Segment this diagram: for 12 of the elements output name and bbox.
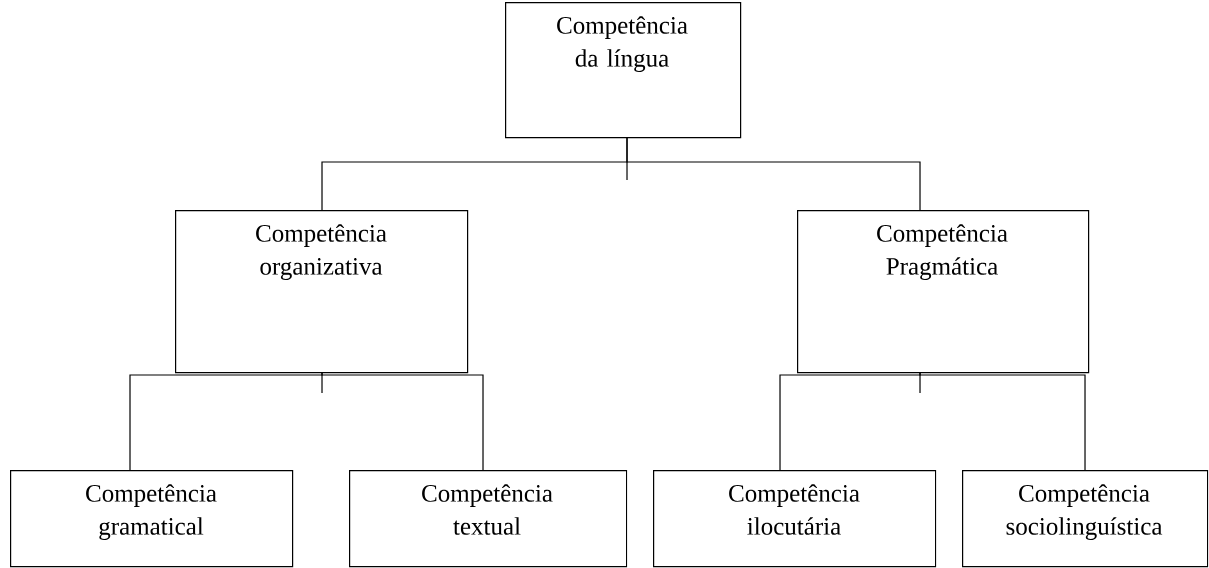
concept-box: Competência Pragmática bbox=[797, 210, 1090, 374]
concept-box: Competência gramatical bbox=[10, 470, 294, 568]
concept-box: Competência ilocutária bbox=[653, 470, 937, 568]
connector bbox=[919, 371, 1086, 471]
connector bbox=[321, 371, 484, 471]
concept-box: Competência textual bbox=[349, 470, 628, 568]
concept-box: Competência sociolinguística bbox=[962, 470, 1209, 568]
connector bbox=[129, 371, 323, 471]
connector bbox=[779, 371, 921, 471]
concept-box: Competência organizativa bbox=[175, 210, 469, 374]
concept-box: Competência da língua bbox=[505, 2, 742, 139]
connector bbox=[626, 136, 921, 211]
